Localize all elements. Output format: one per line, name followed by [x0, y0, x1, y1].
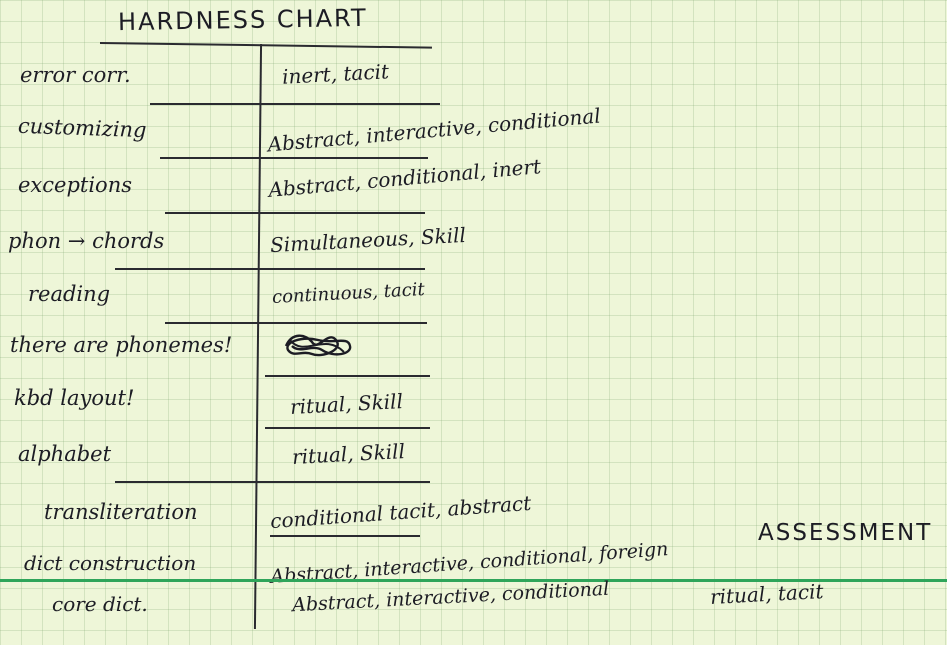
row-value-kbd-layout: ritual, Skill [289, 389, 404, 419]
row-value-exceptions: Abstract, conditional, inert [267, 154, 542, 202]
column-divider [253, 44, 263, 629]
row-label-customizing: customizing [17, 113, 147, 143]
green-margin-rule [0, 579, 947, 582]
row-rule [115, 481, 430, 483]
row-label-core-dict: core dict. [52, 592, 148, 616]
row-value-phon-chords: Simultaneous, Skill [269, 222, 467, 258]
row-value-error-corr: inert, tacit [281, 59, 390, 89]
row-label-alphabet: alphabet [18, 442, 112, 466]
row-rule [165, 322, 427, 324]
title-underline [99, 42, 432, 49]
row-rule [265, 375, 430, 377]
row-label-dict-construction: dict construction [24, 551, 197, 575]
row-rule [270, 535, 420, 537]
row-label-error-corr: error corr. [20, 63, 131, 87]
chart-title: HARDNESS CHART [117, 3, 368, 37]
row-rule [115, 268, 425, 270]
assessment-label: ASSESSMENT [758, 520, 933, 546]
scribble-crossout-icon [284, 334, 352, 357]
row-rule [160, 157, 428, 159]
row-label-kbd-layout: kbd layout! [14, 386, 135, 410]
row-label-transliteration: transliteration [44, 500, 198, 524]
row-value-transliteration: conditional tacit, abstract [269, 490, 532, 534]
row-value-alphabet: ritual, Skill [291, 439, 406, 469]
row-value-customizing: Abstract, interactive, conditional [266, 103, 602, 157]
row-label-there-are-phonemes: there are phonemes! [10, 333, 233, 357]
row-value-core-dict: Abstract, interactive, conditional [291, 577, 610, 617]
row-rule [165, 212, 425, 214]
row-label-phon-chords: phon → chords [8, 229, 165, 253]
row-rule [150, 103, 440, 105]
row-rule [265, 427, 430, 429]
row-value-reading: continuous, tacit [271, 279, 426, 308]
row-label-exceptions: exceptions [18, 173, 133, 197]
assessment-value: ritual, tacit [709, 579, 825, 609]
row-label-reading: reading [28, 282, 111, 306]
